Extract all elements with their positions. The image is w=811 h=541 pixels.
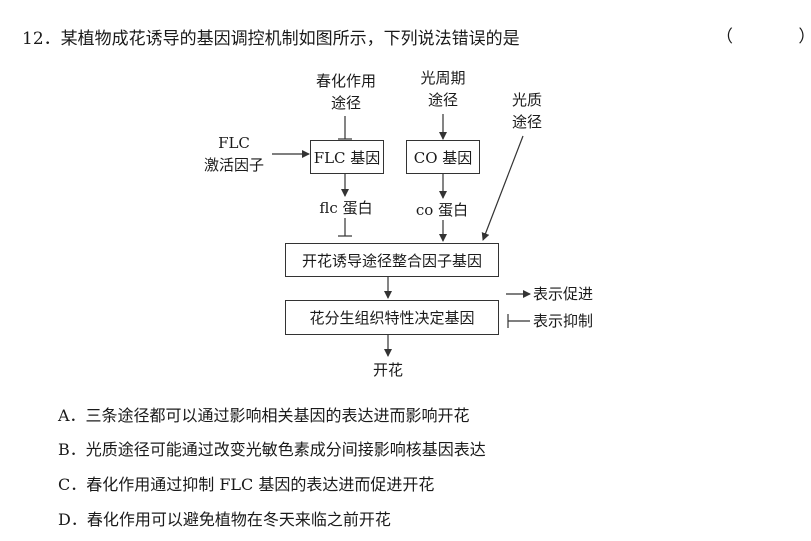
- photoperiod-label-line2: 途径: [427, 91, 458, 109]
- vernalization-label-line1: 春化作用: [315, 72, 376, 90]
- co-protein-label: co 蛋白: [415, 201, 469, 219]
- option-a: A．三条途径都可以通过影响相关基因的表达进而影响开花: [58, 406, 470, 425]
- photoperiod-label-line1: 光周期: [420, 69, 466, 87]
- lightquality-label: 光质 途径: [502, 89, 552, 133]
- vernalization-label: 春化作用 途径: [308, 70, 384, 114]
- option-d: D．春化作用可以避免植物在冬天来临之前开花: [58, 510, 391, 529]
- lightquality-arrow: [481, 135, 524, 241]
- photoperiod-label: 光周期 途径: [410, 67, 476, 111]
- legend-inhibit-label: 表示抑制: [533, 312, 594, 330]
- flc-activator-label-line1: FLC: [218, 134, 250, 152]
- flowering-label: 开花: [372, 361, 403, 379]
- vernalization-label-line2: 途径: [330, 94, 361, 112]
- flc-protein-label: flc 蛋白: [319, 199, 373, 217]
- integrator-gene-box: 开花诱导途径整合因子基因: [285, 243, 499, 277]
- flc-activator-label: FLC 激活因子: [196, 132, 272, 176]
- flc-activator-label-line2: 激活因子: [203, 156, 264, 174]
- option-b: B．光质途径可能通过改变光敏色素成分间接影响核基因表达: [58, 440, 486, 459]
- legend-promote-label: 表示促进: [533, 285, 594, 303]
- co-gene-box: CO 基因: [406, 140, 480, 174]
- meristem-gene-box: 花分生组织特性决定基因: [285, 300, 499, 335]
- lightquality-label-line2: 途径: [511, 113, 542, 131]
- question-stem: 12．某植物成花诱导的基因调控机制如图所示，下列说法错误的是: [22, 29, 520, 49]
- lightquality-label-line1: 光质: [511, 91, 542, 109]
- flc-gene-box: FLC 基因: [310, 140, 384, 174]
- option-c: C．春化作用通过抑制 FLC 基因的表达进而促进开花: [58, 475, 435, 494]
- answer-paren: （ ）: [716, 27, 811, 47]
